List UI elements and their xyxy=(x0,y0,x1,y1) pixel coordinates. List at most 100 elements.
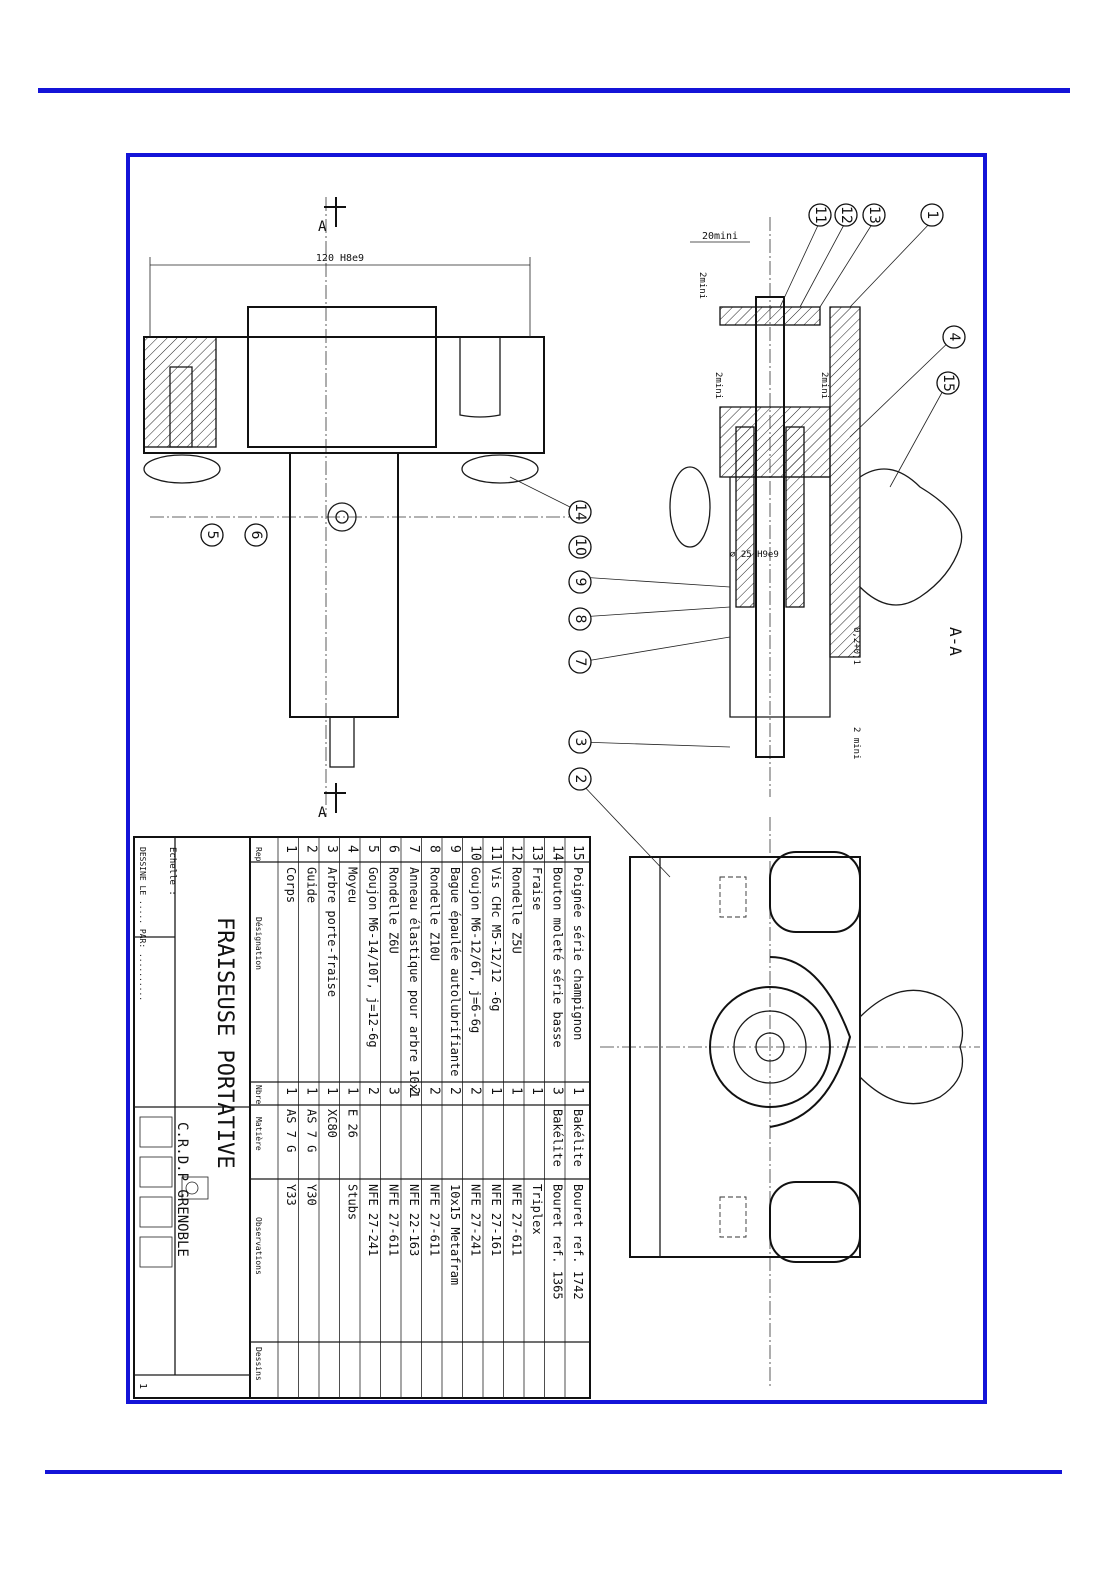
dim-bore: ⌀ 25 H9e9 xyxy=(730,550,779,560)
part-designation: Arbre porte-fraise xyxy=(325,867,339,997)
header-rep: Rep xyxy=(254,847,263,862)
part-observations: Y33 xyxy=(284,1184,298,1206)
part-designation: Fraise xyxy=(530,867,544,910)
part-designation: Anneau élastique pour arbre 10x1 xyxy=(407,867,421,1098)
part-observations: NFE 27-611 xyxy=(387,1184,401,1256)
dim-2mini-c: 2mini xyxy=(819,372,829,399)
part-nbre: 2 xyxy=(365,1087,380,1095)
svg-text:2: 2 xyxy=(572,775,588,784)
dim-2mini-b: 2mini xyxy=(713,372,723,399)
svg-text:3: 3 xyxy=(572,738,588,747)
svg-text:1: 1 xyxy=(924,211,940,220)
part-observations: Bouret ref. 1742 xyxy=(571,1184,585,1300)
part-observations: NFE 27-611 xyxy=(510,1184,524,1256)
part-nbre: 1 xyxy=(509,1087,524,1095)
callout-1: 1 xyxy=(920,203,944,227)
part-observations: NFE 27-241 xyxy=(469,1184,483,1256)
svg-text:4: 4 xyxy=(946,333,962,342)
dim-20mini: 20mini xyxy=(702,231,738,242)
part-nbre: 1 xyxy=(529,1087,544,1095)
section-view-label: A-A xyxy=(946,627,965,656)
header-observations: Observations xyxy=(254,1217,263,1275)
callout-8: 8 xyxy=(568,607,592,631)
callout-12: 12 xyxy=(834,203,858,227)
svg-text:8: 8 xyxy=(572,615,588,624)
projection-symbol xyxy=(181,1176,209,1200)
part-matiere: XC80 xyxy=(325,1109,339,1138)
scale-label: Echelle : xyxy=(167,847,177,896)
part-rep: 15 xyxy=(570,845,585,861)
school-name: C.R.D.P GRENOBLE xyxy=(174,1122,190,1257)
part-nbre: 3 xyxy=(550,1087,565,1095)
header-matiere: Matière xyxy=(254,1117,264,1151)
part-rep: 13 xyxy=(529,845,544,861)
svg-text:12: 12 xyxy=(838,206,854,224)
part-rep: 10 xyxy=(468,845,483,861)
part-nbre: 1 xyxy=(488,1087,503,1095)
part-designation: Moyeu xyxy=(346,867,360,903)
part-matiere: E 26 xyxy=(346,1109,360,1138)
part-observations: Bouret ref. 1365 xyxy=(551,1184,565,1300)
footer-rule xyxy=(45,1470,1062,1474)
svg-text:11: 11 xyxy=(812,206,828,224)
svg-text:15: 15 xyxy=(940,374,956,392)
part-rep: 3 xyxy=(324,845,339,853)
part-designation: Corps xyxy=(284,867,298,903)
part-designation: Guide xyxy=(305,867,319,903)
header-dessins: Dessins xyxy=(254,1347,263,1381)
part-matiere: Bakélite xyxy=(551,1109,565,1167)
section-marker-bottom: A xyxy=(318,805,327,821)
callout-2: 2 xyxy=(568,767,592,791)
part-designation: Bague épaulée autolubrifiante xyxy=(448,867,462,1077)
callout-4: 4 xyxy=(942,325,966,349)
section-view-a-a: 20mini ⌀ 25 H9e9 2mini 2mini 2mini 2 min… xyxy=(669,217,965,797)
part-nbre: 1 xyxy=(570,1087,585,1095)
header-rule xyxy=(38,88,1070,93)
part-rep: 12 xyxy=(509,845,524,861)
drawing-title: FRAISEUSE PORTATIVE xyxy=(212,917,237,1169)
part-nbre: 1 xyxy=(283,1087,298,1095)
part-nbre: 1 xyxy=(324,1087,339,1095)
callout-7: 7 xyxy=(568,650,592,674)
part-nbre: 2 xyxy=(427,1087,442,1095)
svg-text:14: 14 xyxy=(572,503,588,521)
width-dimension: 120 H8e9 xyxy=(316,253,364,264)
title-block: RepDésignationNbreMatièreObservationsDes… xyxy=(133,836,591,1399)
part-matiere: AS 7 G xyxy=(305,1109,319,1152)
part-rep: 1 xyxy=(283,845,298,853)
part-nbre: 3 xyxy=(386,1087,401,1095)
part-designation: Poignée série champignon xyxy=(571,867,585,1040)
technical-drawing: RepDésignationNbreMatièreObservationsDes… xyxy=(133,197,980,1399)
part-observations: NFE 22-163 xyxy=(407,1184,421,1256)
part-nbre: 2 xyxy=(447,1087,462,1095)
dim-2mini-d: 2 mini xyxy=(851,727,861,760)
part-rep: 8 xyxy=(427,845,442,853)
part-matiere: AS 7 G xyxy=(284,1109,298,1152)
drawn-by-label: DESSINE LE ..... PAR: .......... xyxy=(138,847,147,1001)
section-marker-top: A xyxy=(318,219,327,235)
part-observations: 10x15 Metafram xyxy=(448,1184,462,1285)
callout-11: 11 xyxy=(808,203,832,227)
dim-2mini-a: 2mini xyxy=(697,272,707,299)
part-designation: Rondelle Z6U xyxy=(387,867,401,954)
part-rep: 11 xyxy=(488,845,503,861)
callout-6: 6 xyxy=(244,523,268,547)
callout-14: 14 xyxy=(568,500,592,524)
svg-text:6: 6 xyxy=(248,531,264,540)
part-matiere: Bakélite xyxy=(571,1109,585,1167)
part-designation: Goujon M6-14/10T, j=12-6g xyxy=(366,867,380,1048)
part-nbre: 1 xyxy=(304,1087,319,1095)
part-rep: 9 xyxy=(447,845,462,853)
callout-10: 10 xyxy=(568,535,592,559)
parts-table-rows xyxy=(277,837,566,1398)
sheet-number: 1 xyxy=(137,1383,148,1389)
part-nbre: 2 xyxy=(406,1087,421,1095)
part-rep: 6 xyxy=(386,845,401,853)
part-nbre: 1 xyxy=(345,1087,360,1095)
svg-text:13: 13 xyxy=(866,206,882,224)
dim-clearance: 0,2+0,1 xyxy=(851,627,861,665)
callout-13: 13 xyxy=(862,203,886,227)
part-observations: NFE 27-241 xyxy=(366,1184,380,1256)
